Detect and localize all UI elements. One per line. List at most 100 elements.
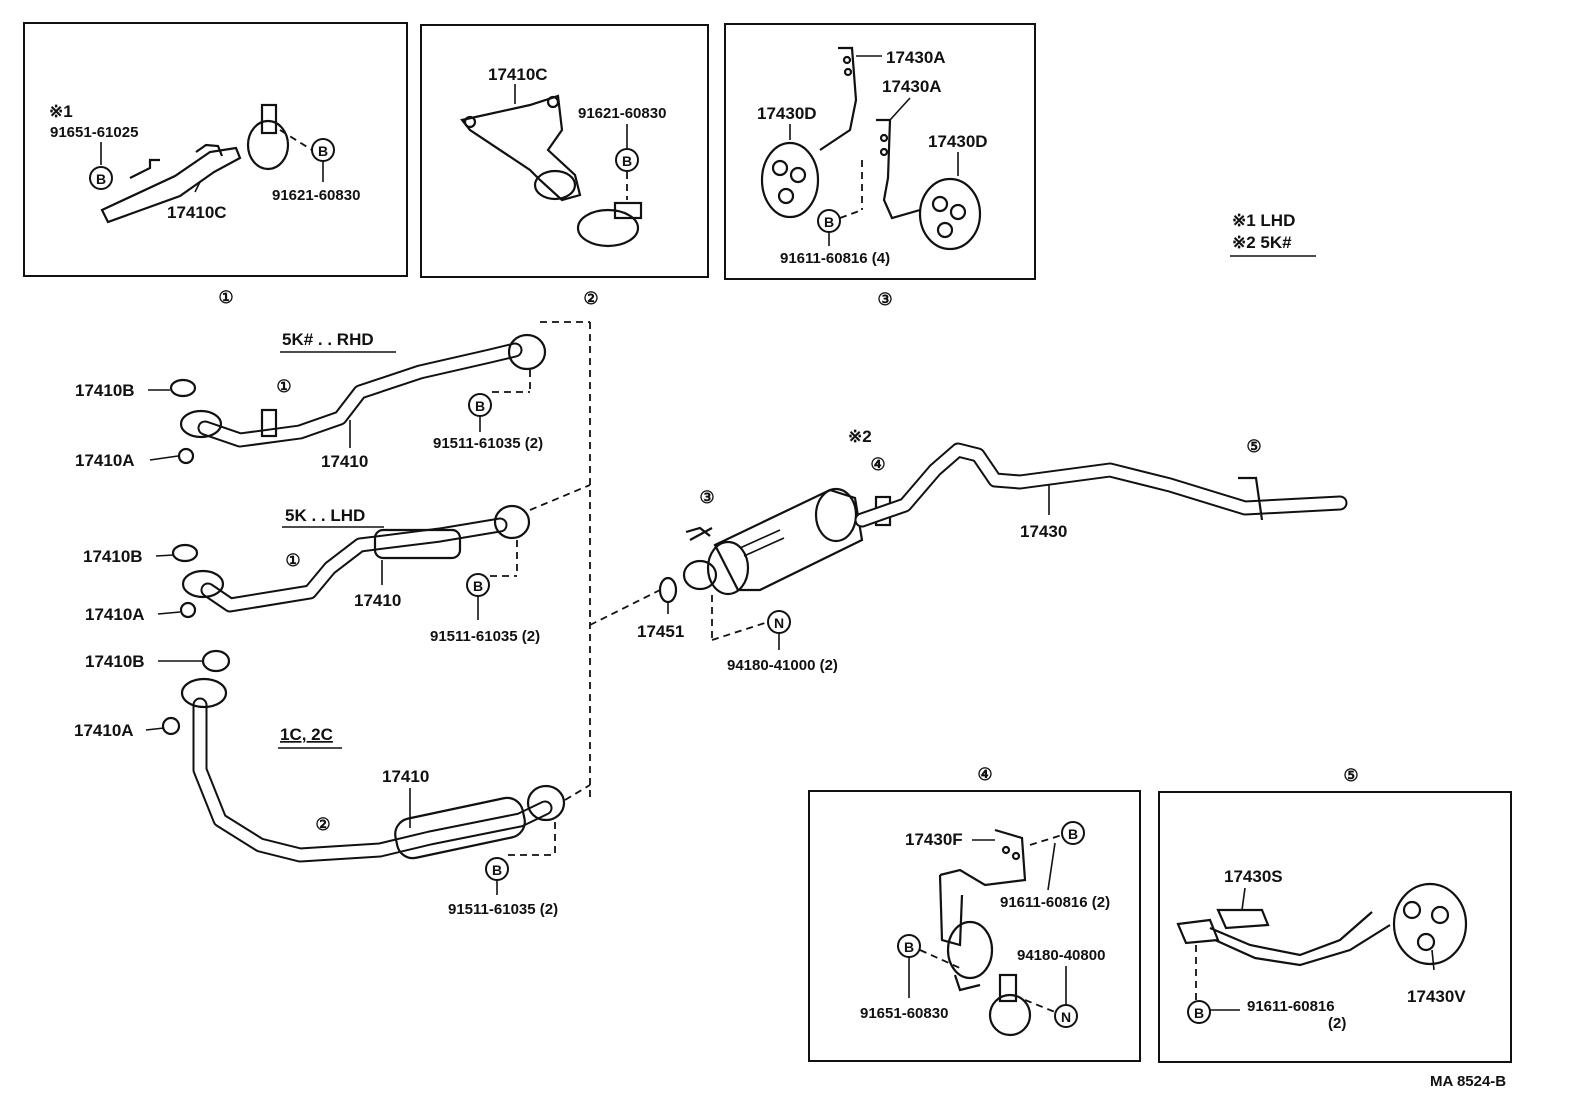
tailpipe-ref4: ④: [870, 455, 885, 474]
detail3-hanger-drawing-2: [876, 118, 921, 220]
tailpipe-gasket-label: 17451: [637, 622, 684, 641]
svg-text:⑤: ⑤: [1246, 437, 1261, 456]
detail1-bolt-marker: B: [89, 166, 113, 190]
detail1-clamp-bolt-label: 91621-60830: [272, 187, 360, 204]
detail5-bracket-label: 17430S: [1224, 867, 1283, 886]
diesel-nut: [161, 716, 181, 736]
detail4-number: ④: [977, 765, 992, 784]
muffler: [706, 487, 864, 596]
detail4-bolt-b1-label: 91611-60816 (2): [1000, 894, 1110, 911]
svg-text:B: B: [318, 143, 328, 159]
detail2-part-label: 17410C: [488, 65, 548, 84]
rhd-bolt-label: 91511-61035 (2): [433, 435, 543, 452]
svg-text:②: ②: [583, 289, 598, 308]
rhd-nut: [177, 447, 195, 465]
detail4-bracket-drawing: [938, 828, 1027, 992]
detail4-bolt-b2-label: 91651-60830: [860, 1005, 948, 1022]
detail-box-1: ※1 91651-61025 B B 91621-60830 17410C: [23, 22, 408, 277]
svg-text:B: B: [96, 171, 106, 187]
detail3-mount-drawing-1: [760, 141, 820, 219]
svg-text:B: B: [1194, 1005, 1204, 1021]
lhd-nut-label: 17410A: [85, 605, 145, 624]
lhd-bolt-label: 91511-61035 (2): [430, 628, 540, 645]
detail1-bolt-label: 91651-61025: [50, 124, 138, 141]
tailpipe-ref3: ③: [699, 488, 714, 507]
legend: ※1 LHD ※2 5K#: [1230, 211, 1316, 257]
svg-text:B: B: [1068, 826, 1078, 842]
svg-text:③: ③: [699, 488, 714, 507]
rhd-gasket: [169, 378, 197, 398]
svg-text:①: ①: [276, 377, 291, 396]
detail2-clamp-bolt-label: 91621-60830: [578, 105, 666, 122]
muffler-inlet-flange: [682, 559, 718, 591]
rhd-inlet-flange: [179, 409, 223, 439]
svg-text:④: ④: [870, 455, 885, 474]
detail1-part-label: 17410C: [167, 203, 227, 222]
detail3-bolt-label: 91611-60816 (4): [780, 250, 890, 267]
tailpipe-assembly: ③ 17451 N 94180-41000 (2) ※2 ④ 1743: [637, 427, 1348, 674]
detail3-number: ③: [877, 290, 892, 309]
detail3-mount-drawing-2: [918, 177, 982, 251]
tailpipe-gasket: [658, 576, 678, 604]
detail4-marker-b2: B: [897, 934, 921, 958]
tailpipe-nut-label: 94180-41000 (2): [727, 657, 838, 674]
lhd-inlet-flange: [181, 569, 225, 599]
rhd-pipe-label: 17410: [321, 452, 368, 471]
svg-text:③: ③: [877, 290, 892, 309]
tailpipe-ref5: ⑤: [1246, 437, 1261, 456]
detail3-mount-d2-label: 17430D: [928, 132, 988, 151]
legend-note-1: ※1 LHD: [1232, 211, 1295, 230]
diesel-outlet-flange: [526, 784, 566, 822]
detail1-clamp-marker: B: [311, 138, 335, 162]
rhd-ref: ①: [276, 377, 291, 396]
lhd-marker: B: [466, 573, 490, 597]
detail3-hanger-a2-label: 17430A: [882, 77, 942, 96]
detail-box-5: 17430S 17430V B 91611-60816 (2): [1158, 791, 1512, 1063]
detail4-marker-n: N: [1054, 1004, 1078, 1028]
detail4-clamp-drawing: [988, 973, 1032, 1037]
diesel-gasket-label: 17410B: [85, 652, 145, 671]
svg-text:B: B: [475, 398, 485, 414]
diesel-nut-label: 17410A: [74, 721, 134, 740]
lhd-gasket: [171, 543, 199, 563]
detail2-number: ②: [583, 289, 598, 308]
diesel-gasket: [201, 649, 231, 673]
diesel-title: 1C, 2C: [280, 725, 333, 744]
svg-text:①: ①: [285, 551, 300, 570]
detail5-number: ⑤: [1343, 766, 1358, 785]
lhd-outlet-flange: [493, 504, 531, 540]
detail3-hanger-a1-label: 17430A: [886, 48, 946, 67]
rhd-gasket-label: 17410B: [75, 381, 135, 400]
detail5-marker: B: [1187, 1000, 1211, 1024]
detail3-marker: B: [817, 209, 841, 233]
detail1-number: ①: [218, 288, 233, 307]
detail5-bolt-label: 91611-60816: [1247, 998, 1335, 1015]
lhd-title: 5K . . LHD: [285, 506, 365, 525]
lhd-gasket-label: 17410B: [83, 547, 143, 566]
diesel-inlet-flange: [180, 677, 228, 709]
rhd-front-pipe-assembly: 5K# . . RHD 17410B 17410A ① 17410 B 9151…: [75, 330, 547, 471]
rhd-marker: B: [468, 393, 492, 417]
detail1-note: ※1: [49, 102, 73, 121]
detail5-bolt-qty: (2): [1328, 1015, 1346, 1032]
detail5-mount-drawing: [1392, 882, 1468, 966]
detail-box-4: 17430F B 91611-60816 (2) B 91651-60830: [808, 790, 1141, 1062]
lhd-ref: ①: [285, 551, 300, 570]
detail4-marker-b1: B: [1061, 821, 1085, 845]
lhd-pipe-label: 17410: [354, 591, 401, 610]
legend-note-2: ※2 5K#: [1232, 233, 1292, 252]
rhd-outlet-flange: [507, 333, 547, 371]
detail3-hanger-drawing-1: [819, 46, 858, 151]
rhd-title: 5K# . . RHD: [282, 330, 374, 349]
diesel-ref: ②: [315, 815, 330, 834]
rhd-nut-label: 17410A: [75, 451, 135, 470]
tailpipe-note: ※2: [848, 427, 872, 446]
tailpipe-marker-n: N: [767, 610, 791, 634]
detail2-bracket-drawing: [460, 94, 582, 202]
connection-lines: [529, 321, 661, 801]
detail-box-2: 17410C 91621-60830 B: [420, 24, 709, 278]
detail-box-3: 17430A 17430A 17430D 17430D B: [724, 23, 1036, 280]
detail3-mount-d1-label: 17430D: [757, 104, 817, 123]
detail5-mount-label: 17430V: [1407, 987, 1466, 1006]
